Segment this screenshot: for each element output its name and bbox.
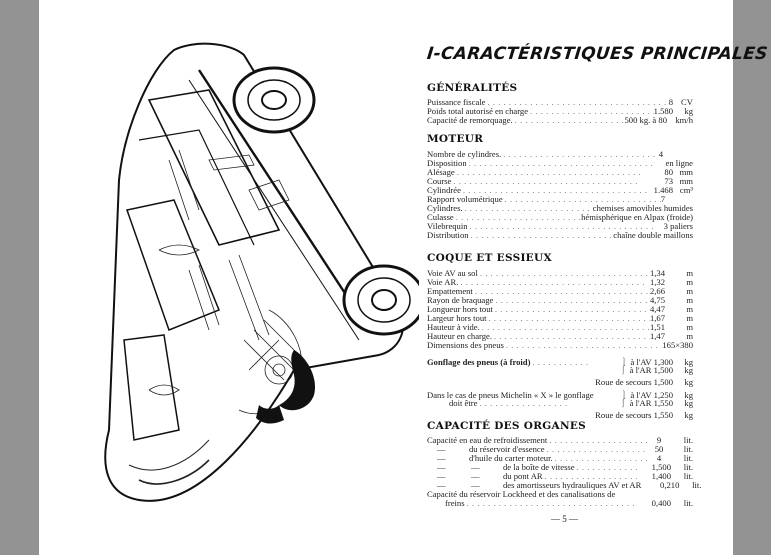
spec-row: Alésage.................................… <box>427 167 693 177</box>
spec-row: Puissance fiscale.......................… <box>427 97 693 107</box>
spec-row: Cylindres...............................… <box>427 203 693 213</box>
spec-row: Longueur hors tout......................… <box>427 304 693 314</box>
spec-row: Distribution............................… <box>427 230 693 240</box>
car-cutaway-illustration <box>104 42 419 502</box>
section-heading-capacite-organes: CAPACITÉ DES ORGANES <box>427 420 587 432</box>
section-heading-generalites: GÉNÉRALITÉS <box>427 82 518 94</box>
spec-row: Cylindrée...............................… <box>427 185 693 195</box>
spec-row: Voie AR.................................… <box>427 277 693 287</box>
tyre-pressure-row: Gonflage des pneus (à froid)........... … <box>427 357 693 367</box>
spec-row: Nombre de cylindres.....................… <box>427 149 663 159</box>
section-heading-moteur: MOTEUR <box>427 133 484 145</box>
lockheed-row: Capacité du réservoir Lockheed et des ca… <box>427 489 616 499</box>
spec-row: Largeur hors tout.......................… <box>427 313 693 323</box>
section-heading-coque-essieux: COQUE ET ESSIEUX <box>427 252 552 264</box>
capacity-row: ——de la boîte de vitesse................… <box>437 462 693 472</box>
spec-row: Vilebrequin.............................… <box>427 221 693 231</box>
spec-row: Rayon de braquage.......................… <box>427 295 693 305</box>
spec-row: Poids total autorisé en charge..........… <box>427 106 693 116</box>
capacity-row: ——du pont AR.....................1,400li… <box>437 471 693 481</box>
capacity-row: Capacité en eau de refroidissement......… <box>427 435 693 445</box>
spec-row: Culasse.................................… <box>427 212 693 222</box>
spec-row: Hauteur à vide..........................… <box>427 322 693 332</box>
capacity-row: —d'huile du carter moteur...............… <box>437 453 693 463</box>
capacity-row: —du réservoir d'essence.................… <box>437 444 693 454</box>
page-title: I-CARACTÉRISTIQUES PRINCIPALES <box>425 44 769 64</box>
document-page: I-CARACTÉRISTIQUES PRINCIPALES GÉNÉRALIT… <box>39 0 769 555</box>
michelin-row: Dans le cas de pneus Michelin « X » le g… <box>427 390 693 400</box>
michelin-row: doit être................. ⎰ à l'AR 1,55… <box>449 398 693 408</box>
spec-row: Empattement.............................… <box>427 286 693 296</box>
spec-row: Disposition.............................… <box>427 158 693 168</box>
spec-row: Hauteur en charge.......................… <box>427 331 693 341</box>
spec-row: Rapport volumétrique....................… <box>427 194 665 204</box>
spec-row: Dimensions des pneus....................… <box>427 340 693 350</box>
spec-row: Course..................................… <box>427 176 693 186</box>
capacity-row: ——des amortisseurs hydrauliques AV et AR… <box>437 480 702 490</box>
spec-row: Voie AV au sol..........................… <box>427 268 693 278</box>
spec-row: Capacité de remorquage..................… <box>427 115 693 125</box>
page-number: — 5 — <box>551 514 578 524</box>
lockheed-row: freins..................................… <box>445 498 693 508</box>
